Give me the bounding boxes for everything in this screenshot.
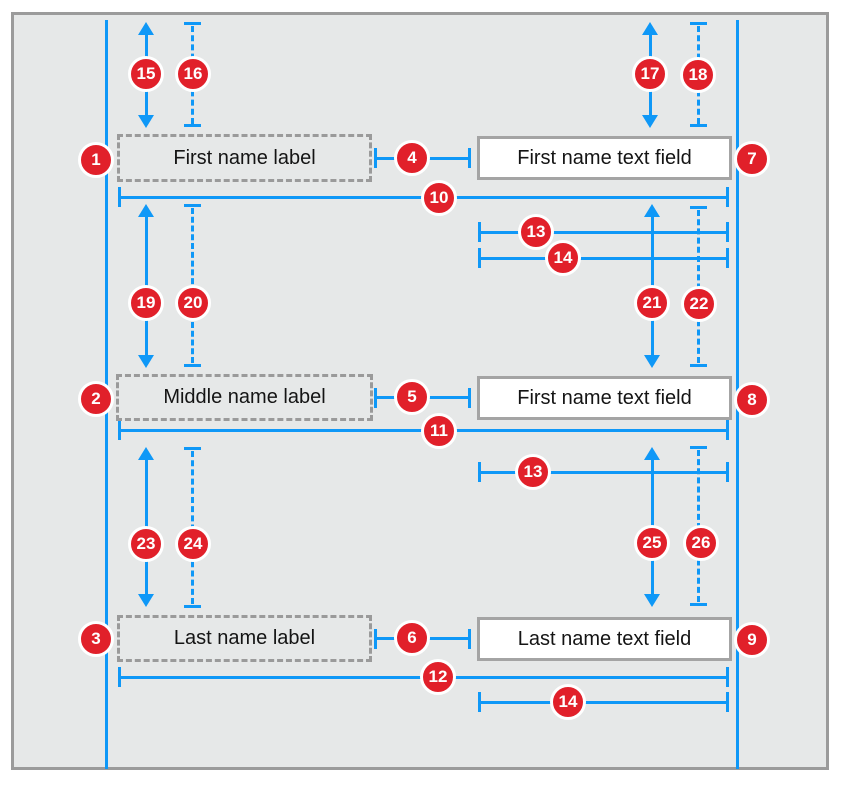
measure-right-cap [726,248,729,268]
measure-right-cap [726,187,729,207]
arrow-down-icon [138,355,154,368]
constraint-badge-26: 26 [683,525,719,561]
arrow-up-icon [642,22,658,35]
constraint-badge-19: 19 [128,285,164,321]
constraint-badge-5: 5 [394,379,430,415]
arrow-up-icon [644,447,660,460]
dashed-guide-top-cap [690,22,707,25]
measure-right-cap [726,667,729,687]
dashed-guide-bottom-cap [184,124,201,127]
dashed-guide-top-cap [690,446,707,449]
constraint-badge-4: 4 [394,140,430,176]
constraint-badge-16: 16 [175,56,211,92]
constraint-badge-1: 1 [78,142,114,178]
dashed-guide-top-cap [184,204,201,207]
constraint-badge-21: 21 [634,285,670,321]
first-name-text-field-box: First name text field [477,136,732,180]
last-name-label-text: Last name label [173,627,316,649]
spacing-right-cap [468,388,471,408]
constraint-badge-15: 15 [128,56,164,92]
gap1-field-width-measure-line-13 [478,231,729,234]
constraint-badge-14-top: 14 [545,240,581,276]
constraint-badge-20: 20 [175,285,211,321]
measure-right-cap [726,462,729,482]
constraint-badge-3: 3 [78,621,114,657]
dashed-guide-bottom-cap [690,603,707,606]
measure-right-cap [726,222,729,242]
dashed-guide-bottom-cap [184,605,201,608]
spacing-right-cap [468,629,471,649]
spacing-right-cap [468,148,471,168]
constraint-badge-10: 10 [421,180,457,216]
arrow-down-icon [644,594,660,607]
middle-name-label-text: Middle name label [163,386,326,408]
dashed-guide-top-cap [184,22,201,25]
constraint-badge-6: 6 [394,620,430,656]
first-name-text-field-text: First name text field [517,146,692,169]
middle-name-label-box: Middle name label [116,374,373,421]
arrow-up-icon [138,22,154,35]
gap2-field-width-measure-line-13 [478,471,729,474]
constraint-badge-17: 17 [632,56,668,92]
middle-row-text-field-text: First name text field [517,386,692,409]
arrow-down-icon [642,115,658,128]
constraint-badge-13-top: 13 [518,214,554,250]
constraint-badge-13-middle: 13 [515,454,551,490]
constraint-badge-18: 18 [680,57,716,93]
constraint-badge-12: 12 [420,659,456,695]
last-name-label-box: Last name label [117,615,372,662]
constraint-badge-8: 8 [734,382,770,418]
arrow-up-icon [138,447,154,460]
first-name-label-text: First name label [173,146,316,169]
constraint-badge-22: 22 [681,286,717,322]
dashed-guide-top-cap [184,447,201,450]
arrow-up-icon [138,204,154,217]
dashed-guide-bottom-cap [184,364,201,367]
constraint-badge-14-bottom: 14 [550,684,586,720]
middle-row-text-field-box: First name text field [477,376,732,420]
constraint-badge-2: 2 [78,381,114,417]
gap1-field-width-measure-line-14 [478,257,729,260]
constraint-badge-7: 7 [734,141,770,177]
bottom-field-width-measure-line-14 [478,701,729,704]
dashed-guide-top-cap [690,206,707,209]
constraint-badge-24: 24 [175,526,211,562]
arrow-down-icon [644,355,660,368]
dashed-guide-bottom-cap [690,124,707,127]
measure-right-cap [726,692,729,712]
first-name-label-box: First name label [117,134,372,182]
constraint-badge-11: 11 [421,413,457,449]
constraint-badge-23: 23 [128,526,164,562]
arrow-up-icon [644,204,660,217]
measure-right-cap [726,420,729,440]
constraint-badge-25: 25 [634,525,670,561]
constraint-badge-9: 9 [734,622,770,658]
arrow-down-icon [138,115,154,128]
last-name-text-field-text: Last name text field [517,627,692,650]
arrow-down-icon [138,594,154,607]
last-name-text-field-box: Last name text field [477,617,732,661]
dashed-guide-bottom-cap [690,364,707,367]
